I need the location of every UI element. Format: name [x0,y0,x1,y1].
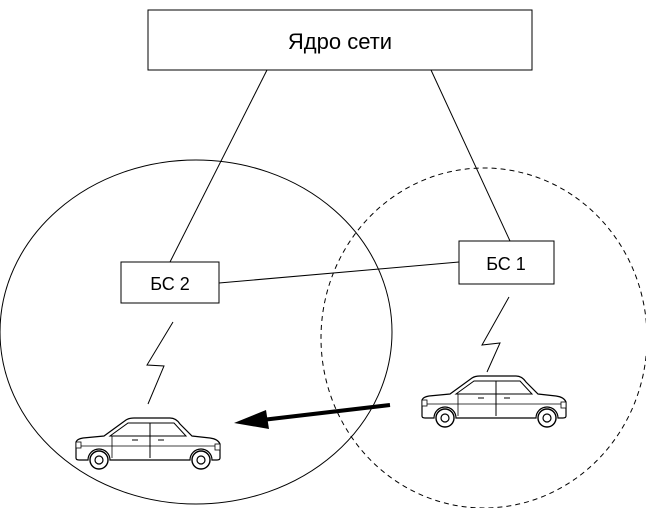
car-icon [421,375,567,428]
lightning-bolt-icon [481,296,510,373]
car-icon [75,417,221,470]
bs2-node: БС 2 [120,261,220,304]
coverage-area-bs1 [320,167,646,508]
link-core-bs1 [430,69,511,242]
bs2-label: БС 2 [150,274,190,294]
core-node: Ядро сети [147,9,533,71]
coverage-area-bs2 [0,159,393,505]
link-bs2-bs1 [218,261,460,284]
link-core-bs2 [169,69,268,263]
bs1-label: БС 1 [486,254,526,274]
core-label: Ядро сети [288,29,392,54]
bs1-node: БС 1 [458,240,555,285]
left-arrow-icon [234,403,391,429]
lightning-bolt-icon [146,321,174,405]
